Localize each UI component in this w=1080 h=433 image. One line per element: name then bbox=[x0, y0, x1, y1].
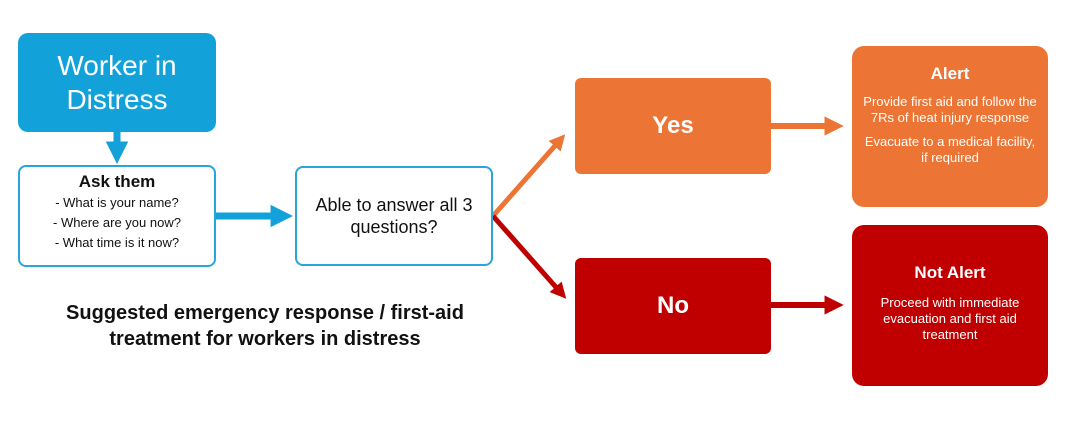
alert-first-aid-text: Provide first aid and follow the 7Rs of … bbox=[863, 94, 1037, 125]
caption-line-1: Suggested emergency response / first-aid bbox=[66, 302, 464, 324]
diagram-caption: Suggested emergency response / first-aid… bbox=[30, 300, 500, 352]
question-name: - What is your name? bbox=[55, 195, 179, 210]
yes-label: Yes bbox=[652, 112, 694, 139]
caption-line-2: treatment for workers in distress bbox=[109, 328, 421, 350]
question-time: - What time is it now? bbox=[54, 235, 180, 250]
arrow-decision-to-no bbox=[491, 214, 567, 299]
alert-title: Alert bbox=[930, 64, 970, 83]
no-label: No bbox=[657, 292, 689, 319]
arrow-decision-to-yes bbox=[491, 134, 566, 218]
not-alert-outcome-box: Not Alert Proceed with immediate evacuat… bbox=[852, 225, 1048, 386]
not-alert-title: Not Alert bbox=[914, 263, 986, 282]
question-location: - Where are you now? bbox=[53, 215, 181, 230]
decision-node: Able to answer all 3 questions? bbox=[295, 166, 493, 266]
decision-label: Able to answer all 3 questions? bbox=[315, 195, 473, 237]
start-node-label: Worker in Distress bbox=[57, 49, 177, 115]
start-node-worker-in-distress: Worker in Distress bbox=[18, 33, 216, 132]
yes-node: Yes bbox=[575, 78, 771, 174]
ask-them-box: Ask them - What is your name? - Where ar… bbox=[18, 165, 216, 267]
alert-evacuate-text: Evacuate to a medical facility, if requi… bbox=[864, 134, 1036, 165]
no-node: No bbox=[575, 258, 771, 354]
ask-them-title: Ask them bbox=[78, 172, 156, 191]
alert-outcome-box: Alert Provide first aid and follow the 7… bbox=[852, 46, 1048, 207]
not-alert-text: Proceed with immediate evacuation and fi… bbox=[880, 295, 1020, 342]
